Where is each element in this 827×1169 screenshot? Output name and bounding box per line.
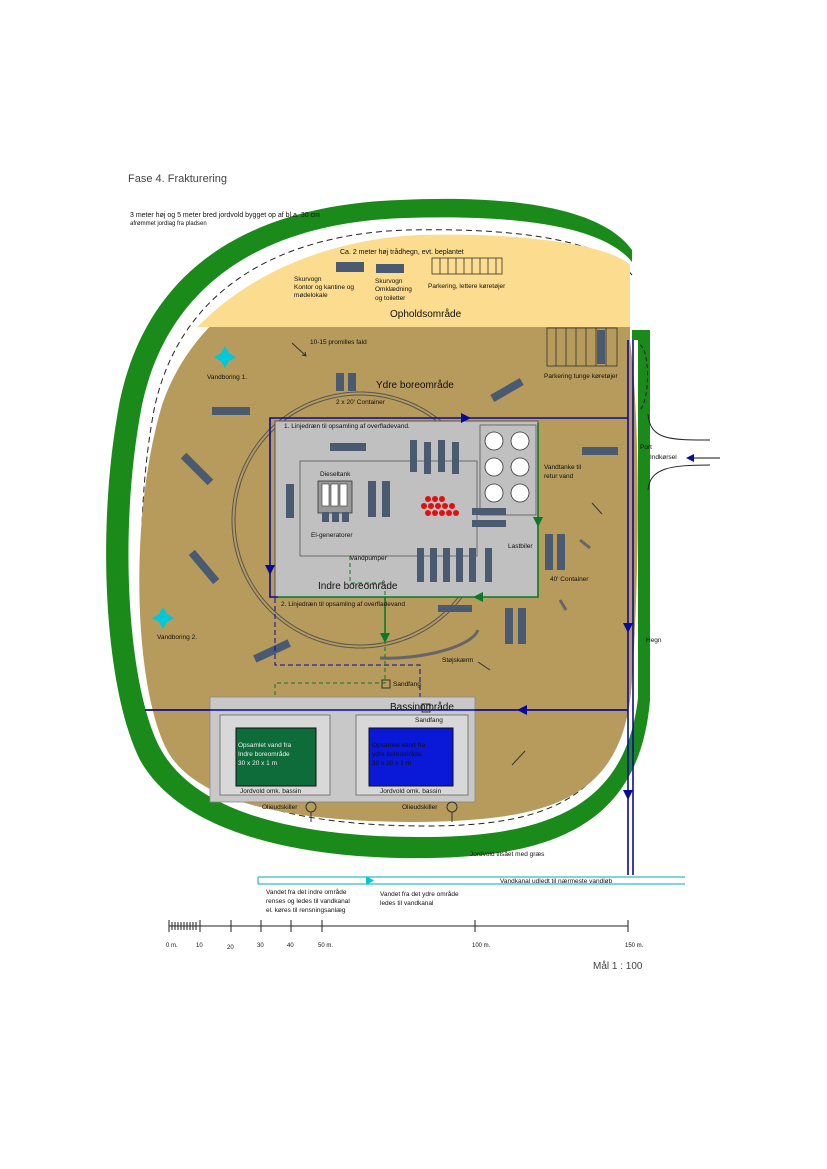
slope-arrow-icons: [291, 342, 603, 766]
pool1-label-2: Indre boreområde: [238, 750, 290, 758]
outer-area-label: Ydre boreområde: [376, 379, 454, 391]
sandtrap1-label: Sandfang: [393, 681, 421, 688]
scale-tick-label: 10: [196, 943, 203, 949]
slope-label: 10-15 promilles fald: [310, 339, 367, 346]
hut2-label-2: Omklædning: [375, 286, 412, 293]
heavy-parking: [546, 327, 618, 367]
oil-sep1-label: Olieudskiller: [262, 804, 298, 811]
entry-road: [639, 344, 711, 491]
pumps-label: Vandpumper: [350, 555, 388, 562]
inner-water-note: Vandet fra det indre område: [266, 888, 347, 896]
water-tank-icons: [484, 431, 530, 503]
oil-sep2-label: Olieudskiller: [402, 804, 438, 811]
hut1-label: Skurvogn: [294, 276, 322, 283]
pool1-berm-label: Jordvold omk. bassin: [240, 788, 301, 795]
drain-arrow-icon: [461, 413, 471, 423]
inner-area-label: Indre boreområde: [318, 580, 398, 592]
wellhead-icon: [421, 496, 459, 516]
scale-tick-label: 20: [227, 945, 234, 951]
scale-tick-label: 150 m.: [625, 943, 644, 949]
fence-label: Hegn: [646, 637, 662, 644]
diesel-label: Dieseltank: [320, 471, 351, 478]
sandtrap2-label: Sandfang: [415, 717, 443, 724]
generator-label: El-generatorer: [311, 532, 353, 539]
scale-tick-label: 50 m.: [318, 943, 333, 949]
diesel-tank-icon: [317, 480, 353, 522]
scale-tick-label: 100 m.: [472, 943, 491, 949]
outer-water-note-2: ledes til vandkanal: [380, 900, 434, 907]
berm-note-2: afrømmet jordlag fra pladsen: [130, 221, 207, 227]
rest-area-label: Opholdsområde: [390, 308, 462, 320]
entry-label: Indkørsel: [650, 454, 677, 461]
canal-arrow-icon: [366, 876, 374, 885]
well2-label: Vandboring 2.: [157, 634, 197, 641]
sand-trap-icon: [381, 679, 391, 689]
pool2-label-2: ydre boreområde: [372, 750, 422, 758]
truck-icons: [410, 440, 506, 582]
hut1-label-3: mødelokale: [294, 292, 328, 299]
pool1-label-3: 30 x 20 x 1 m: [238, 760, 277, 767]
noise-wall-label: Støjskærm: [442, 657, 473, 664]
scale-tick-label: 30: [257, 943, 264, 949]
outer-vehicles: [180, 378, 618, 663]
pool2-label: Opsamlet vand fra: [372, 742, 425, 749]
berm-note: 3 meter høj og 5 meter bred jordvold byg…: [130, 212, 320, 219]
hut2-label-3: og toiletter: [375, 295, 406, 302]
heavy-parking-label: Parkering tunge køretøjer: [544, 373, 619, 380]
pool2-label-3: 30 x 20 x 1 m: [372, 760, 411, 767]
hut1-label-2: Kontor og kantine og: [294, 284, 354, 291]
well-marker-icon: [152, 346, 236, 629]
inner-water-note-3: el. køres til rensningsanlæg: [266, 907, 346, 914]
parking-light-label: Parkering, lettere køretøjer: [428, 283, 506, 290]
drain2-label: 2. Linjedræn til opsamling af overfladev…: [281, 601, 405, 608]
container40-label: 40' Container: [550, 576, 589, 583]
container20-label: 2 x 20' Container: [336, 399, 386, 406]
well1-label: Vandboring 1.: [207, 374, 247, 381]
site-huts: [336, 262, 404, 273]
pool-outer: [368, 727, 454, 787]
drain1-label: 1. Linjedræn til opsamling af overfladev…: [284, 423, 410, 430]
pool2-berm-label: Jordvold omk. bassin: [380, 788, 441, 795]
outer-water-note: Vandet fra det ydre område: [380, 890, 459, 898]
port-label: Port: [640, 444, 652, 451]
scale-bar: [168, 920, 629, 932]
watertank-label-2: retur vand: [544, 473, 574, 480]
fence-note: Ca. 2 meter høj trådhegn, evt. beplantet: [340, 248, 464, 256]
pool-inner: [235, 727, 317, 787]
grass-berm-label: Jordvold tilsået med græs: [470, 850, 545, 858]
scale-ratio: Mål 1 : 100: [593, 961, 643, 972]
inner-water-note-2: renses og ledes til vandkanal: [266, 898, 350, 905]
containers: [286, 373, 565, 644]
fence-line: [141, 229, 633, 827]
page-title: Fase 4. Frakturering: [128, 173, 228, 185]
scale-tick-label: 40: [287, 943, 294, 949]
inner-drain: [274, 423, 539, 710]
basin-area-label: Bassinområde: [390, 701, 454, 713]
canal-label: Vandkanal udledt til nærmeste vandløb: [500, 878, 613, 885]
watertank-label: Vandtanke til: [544, 464, 582, 471]
trucks-label: Lastbiler: [508, 543, 533, 550]
noise-wall: [379, 629, 480, 660]
scale-tick-label: 0 m.: [166, 943, 178, 949]
hut2-label: Skurvogn: [375, 278, 403, 285]
water-canal: [257, 876, 685, 885]
pool1-label: Opsamlet vand fra: [238, 742, 291, 749]
oil-separator-icon: [305, 801, 458, 822]
drain-lines: [145, 340, 634, 875]
light-parking: [431, 257, 503, 275]
